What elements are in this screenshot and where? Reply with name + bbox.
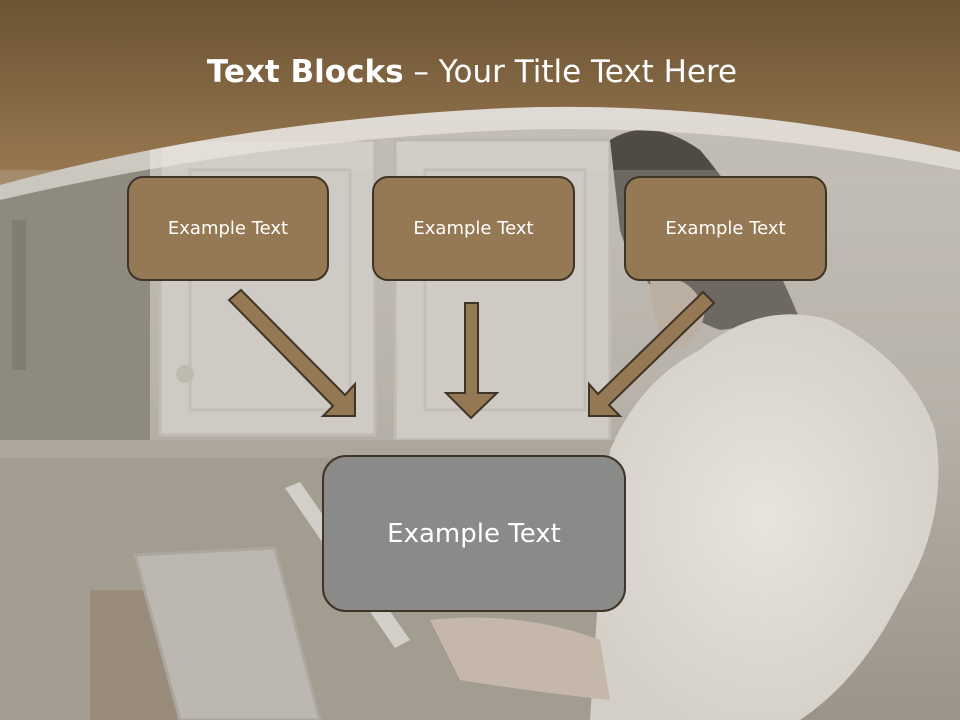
- title-bold: Text Blocks: [206, 54, 404, 90]
- text-block-2: Example Text: [372, 176, 575, 281]
- arrow-down-icon: [443, 302, 500, 420]
- text-block-3: Example Text: [624, 176, 827, 281]
- text-block-1: Example Text: [127, 176, 329, 281]
- arrow-right-icon: [588, 290, 716, 417]
- title-dash: –: [403, 54, 439, 90]
- title-rest: Your Title Text Here: [438, 54, 738, 90]
- arrow-left-icon: [227, 288, 356, 417]
- slide-title: Text Blocks – Your Title Text Here: [0, 54, 944, 90]
- main-text-block: Example Text: [322, 455, 626, 612]
